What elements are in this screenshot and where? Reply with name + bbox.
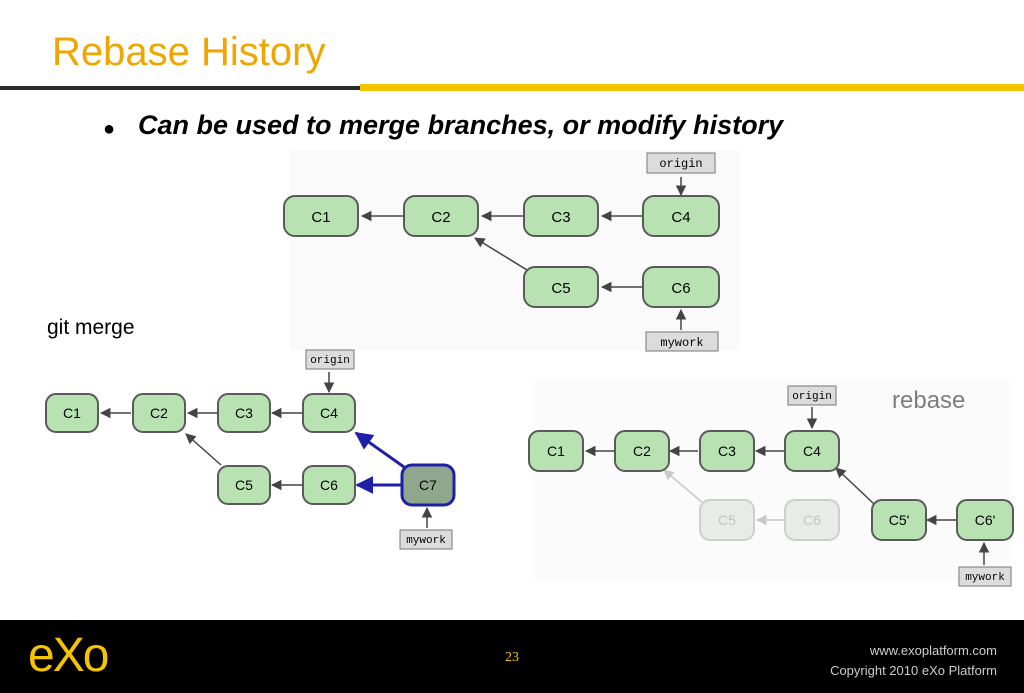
commit-node: C4 [642,195,720,237]
node-label: C7 [419,477,437,493]
footer-copyright: Copyright 2010 eXo Platform [830,663,997,678]
page-title: Rebase History [52,30,326,74]
node-label: C1 [63,405,81,421]
commit-node: C1 [45,393,99,433]
commit-node: C3 [523,195,599,237]
node-label: C5 [551,280,570,297]
node-label: C6 [671,280,690,297]
bullet-dot: ● [103,118,116,140]
ref-label: mywork [406,535,446,547]
commit-diagrams: C1 C2 C3 C4 C5 C6 origin mywork [45,150,1014,587]
node-label: C6 [803,512,821,528]
node-label: C4 [320,405,338,421]
title-rule-gold [360,84,1024,91]
commit-node: C5 [217,465,271,505]
commit-node: C2 [132,393,186,433]
node-label: C2 [633,443,651,459]
title-rule-dark [0,86,360,90]
merge-diagram: C1 C2 C3 C4 C5 C6 C7 origin [45,349,456,550]
rebase-diagram: C1 C2 C3 C4 C5 C6 C5' C6' [528,380,1014,587]
node-label: C3 [718,443,736,459]
ref-tag: origin [787,385,837,406]
faded-commit-node: C6 [784,499,840,541]
commit-node: C2 [614,430,670,472]
node-label: C6 [320,477,338,493]
ref-label: mywork [965,572,1005,584]
commit-node: C3 [699,430,755,472]
ref-label: origin [659,157,702,171]
node-label: C4 [803,443,821,459]
commit-node: C6' [956,499,1014,541]
commit-node: C2 [403,195,479,237]
faded-commit-node: C5 [699,499,755,541]
git-merge-label: git merge [47,316,135,339]
footer-bar [0,620,1024,693]
node-label: C1 [547,443,565,459]
node-label: C1 [311,209,330,226]
commit-node: C3 [217,393,271,433]
node-label: C3 [551,209,570,226]
node-label: C2 [431,209,450,226]
page-number: 23 [505,650,519,665]
ref-label: origin [310,355,350,367]
node-label: C4 [671,209,690,226]
ref-tag: origin [646,152,716,174]
exo-logo: eXo [28,629,109,682]
node-label: C2 [150,405,168,421]
commit-node: C6 [302,465,356,505]
top-diagram: C1 C2 C3 C4 C5 C6 origin mywork [283,150,740,352]
commit-node: C1 [528,430,584,472]
node-label: C3 [235,405,253,421]
ref-label: origin [792,391,832,403]
commit-node: C4 [302,393,356,433]
node-label: C6' [975,512,996,528]
node-label: C5 [235,477,253,493]
ref-tag: mywork [399,529,453,550]
commit-node: C5' [871,499,927,541]
ref-label: mywork [660,336,703,350]
footer-url: www.exoplatform.com [869,643,997,658]
node-label: C5' [889,512,910,528]
merge-commit-node: C7 [400,463,456,507]
commit-node: C4 [784,430,840,472]
node-label: C5 [718,512,736,528]
commit-node: C6 [642,266,720,308]
commit-node: C5 [523,266,599,308]
ref-tag: mywork [958,566,1012,587]
commit-node: C1 [283,195,359,237]
ref-tag: mywork [645,331,719,352]
ref-tag: origin [305,349,355,370]
bullet-text: Can be used to merge branches, or modify… [138,110,784,140]
